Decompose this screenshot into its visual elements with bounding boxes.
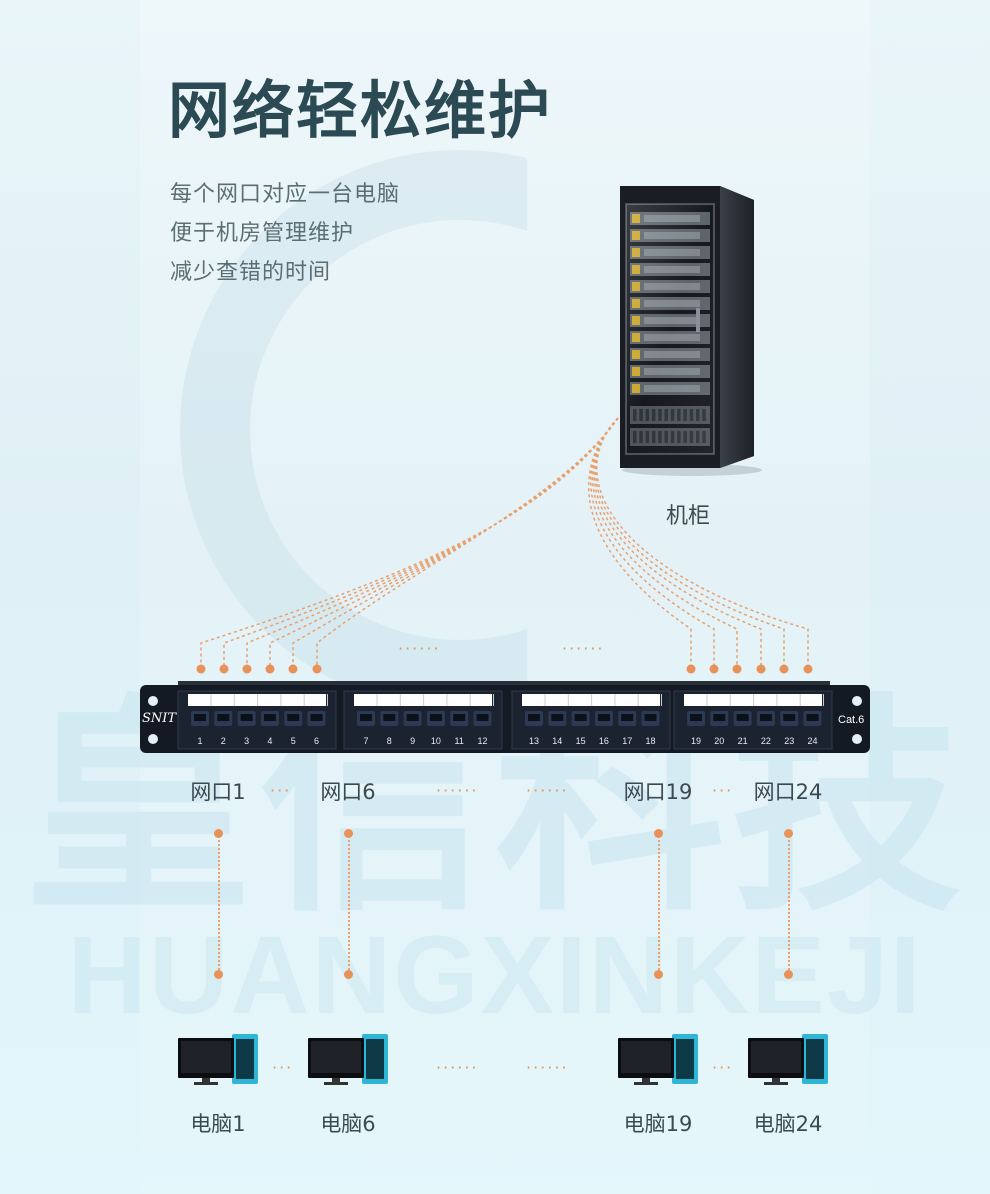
cable	[596, 417, 809, 669]
cable-end-dot	[732, 664, 742, 674]
feature-line: 便于机房管理维护	[170, 221, 355, 246]
port-number: 23	[784, 736, 794, 746]
cable-end-dot	[756, 664, 766, 674]
ellipsis: ······	[398, 639, 441, 658]
port-block: 19 20 21 22 23 24	[673, 690, 833, 750]
port-block: 7 8 9 10 11 12	[343, 690, 503, 750]
cable	[200, 417, 619, 669]
port-number: 24	[807, 736, 817, 746]
port-number: 2	[221, 736, 226, 746]
port-number: 3	[244, 736, 249, 746]
ellipsis: ···	[712, 781, 734, 800]
port-number: 8	[387, 736, 392, 746]
page-title: 网络轻松维护	[168, 74, 553, 147]
port-number: 17	[622, 736, 632, 746]
port-number: 1	[197, 736, 202, 746]
cable-end-dot	[686, 664, 696, 674]
port-number: 4	[267, 736, 272, 746]
cable	[223, 417, 619, 669]
connector-dot	[654, 829, 663, 838]
cable	[591, 417, 738, 669]
port-number: 16	[599, 736, 609, 746]
cable	[292, 417, 619, 669]
connector-line	[788, 840, 790, 970]
ellipsis: ······	[562, 639, 605, 658]
cable-end-dot	[288, 664, 298, 674]
ellipsis: ······	[436, 781, 479, 800]
feature-line: 减少查错的时间	[170, 260, 332, 285]
port-number: 6	[314, 736, 319, 746]
computer-label: 电脑24	[753, 1112, 823, 1136]
ellipsis: ······	[436, 1058, 479, 1077]
cable-end-dot	[242, 664, 252, 674]
cable-end-dot	[803, 664, 813, 674]
computer-icon	[308, 1034, 388, 1085]
connector-dot	[214, 970, 223, 979]
watermark-en: HUANGXINKEJI	[67, 914, 923, 1037]
cable-end-dot	[312, 664, 322, 674]
computer-icon	[618, 1034, 698, 1085]
cable-end-dot	[779, 664, 789, 674]
port-number: 12	[477, 736, 487, 746]
panel-brand: SNIT	[142, 711, 177, 726]
port-number: 20	[714, 736, 724, 746]
connector-dot	[214, 829, 223, 838]
ellipsis: ······	[526, 1058, 569, 1077]
port-number: 11	[455, 736, 464, 746]
connector-line	[348, 840, 350, 970]
cable-end-dot	[219, 664, 229, 674]
ellipsis: ···	[712, 1058, 734, 1077]
computer-icon	[178, 1034, 258, 1085]
ellipsis: ······	[526, 781, 569, 800]
panel-category: Cat.6	[838, 714, 864, 726]
connector-dot	[784, 829, 793, 838]
port-number: 21	[738, 736, 748, 746]
port-label: 网口24	[753, 780, 823, 804]
port-number: 15	[576, 736, 586, 746]
ellipsis: ···	[272, 1058, 294, 1077]
cable-end-dot	[265, 664, 275, 674]
connector-dot	[654, 970, 663, 979]
server-rack-icon	[620, 186, 762, 476]
port-number: 7	[363, 736, 368, 746]
port-label: 网口19	[623, 780, 693, 804]
port-number: 9	[410, 736, 415, 746]
port-number: 5	[291, 736, 296, 746]
connector-line	[218, 840, 220, 970]
port-label: 网口1	[190, 780, 246, 804]
port-number: 10	[431, 736, 441, 746]
port-block: 13 14 15 16 17 18	[511, 690, 671, 750]
cable	[316, 417, 619, 669]
rack-label: 机柜	[665, 504, 710, 529]
port-number: 19	[691, 736, 701, 746]
port-number: 22	[761, 736, 771, 746]
connector-dot	[344, 829, 353, 838]
computer-label: 电脑1	[190, 1112, 246, 1136]
port-number: 14	[552, 736, 562, 746]
connector-dot	[344, 970, 353, 979]
cable	[269, 417, 619, 669]
port-label: 网口6	[320, 780, 376, 804]
cable	[246, 417, 619, 669]
feature-line: 每个网口对应一台电脑	[170, 182, 401, 207]
cable-end-dot	[196, 664, 206, 674]
ellipsis: ···	[270, 781, 292, 800]
port-block: 1 2 3 4 5 6	[177, 690, 337, 750]
port-number: 18	[645, 736, 655, 746]
connector-line	[658, 840, 660, 970]
port-number: 13	[529, 736, 539, 746]
computer-label: 电脑19	[623, 1112, 693, 1136]
computer-icon	[748, 1034, 828, 1085]
computer-label: 电脑6	[320, 1112, 376, 1136]
cable	[594, 417, 785, 669]
connector-dot	[784, 970, 793, 979]
cable-end-dot	[709, 664, 719, 674]
